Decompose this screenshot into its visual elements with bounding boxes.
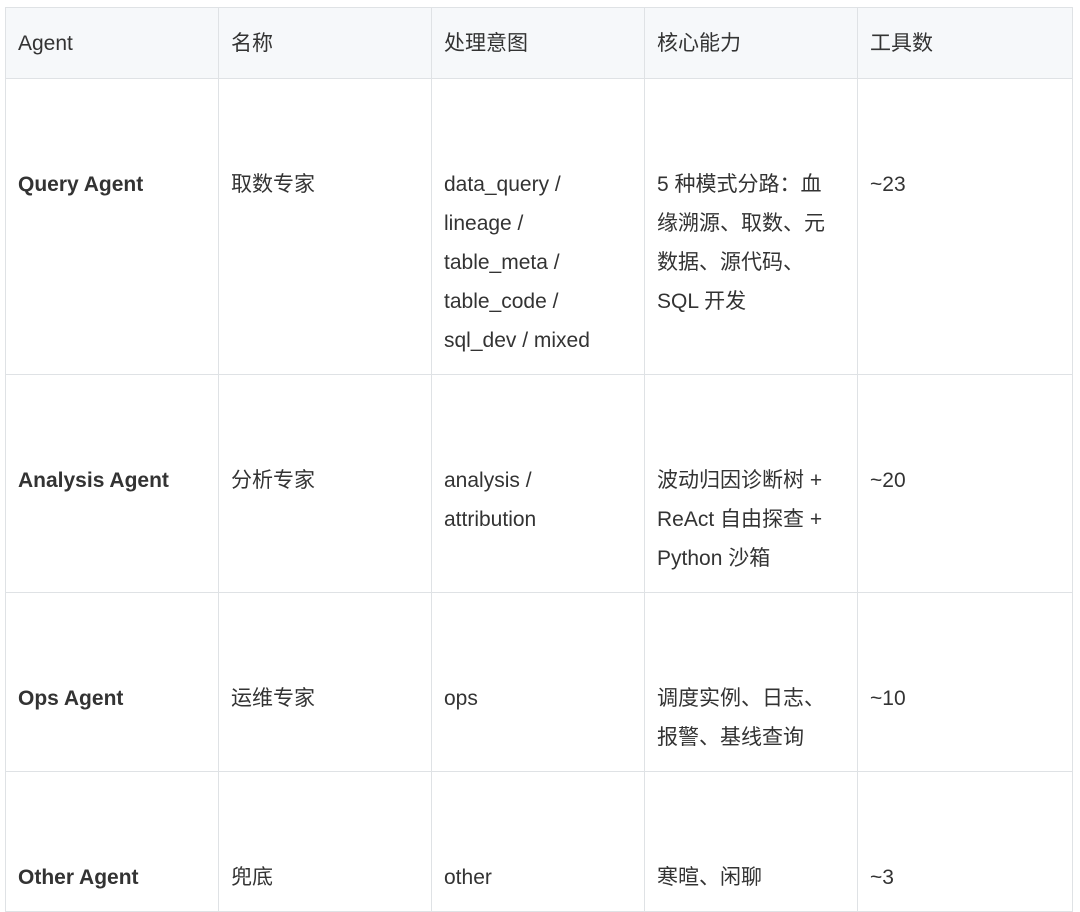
capability-line: 报警、基线查询 — [657, 726, 804, 749]
intent-line: lineage / — [444, 212, 524, 235]
intent-line: sql_dev / mixed — [444, 329, 590, 352]
intent-line: other — [444, 866, 492, 889]
agent-cell: Ops Agent — [5, 592, 219, 772]
table-row: Analysis Agent 分析专家 analysis / attributi… — [5, 374, 1073, 593]
intent-line: ops — [444, 687, 478, 710]
agent-cell: Query Agent — [5, 78, 219, 375]
intent-cell: analysis / attribution — [431, 374, 645, 593]
table-header-row: Agent 名称 处理意图 核心能力 工具数 — [5, 7, 1073, 79]
intent-line: attribution — [444, 508, 537, 531]
name-cell: 兜底 — [218, 771, 432, 912]
header-name: 名称 — [218, 7, 432, 79]
header-agent: Agent — [5, 7, 219, 79]
header-intent: 处理意图 — [431, 7, 645, 79]
capability-line: 数据、源代码、 — [657, 251, 804, 274]
agent-table: Agent 名称 处理意图 核心能力 工具数 Query Agent 取数专家 … — [5, 7, 1073, 912]
capability-line: 寒暄、闲聊 — [657, 866, 762, 889]
capability-cell: 调度实例、日志、 报警、基线查询 — [644, 592, 858, 772]
intent-line: analysis / — [444, 469, 532, 492]
capability-cell: 波动归因诊断树 + ReAct 自由探查 + Python 沙箱 — [644, 374, 858, 593]
capability-line: 缘溯源、取数、元 — [657, 212, 825, 235]
capability-line: ReAct 自由探查 + — [657, 508, 823, 531]
table-row: Query Agent 取数专家 data_query / lineage / … — [5, 78, 1073, 375]
table-row: Ops Agent 运维专家 ops 调度实例、日志、 报警、基线查询 ~10 — [5, 592, 1073, 772]
tools-cell: ~10 — [857, 592, 1073, 772]
header-tools: 工具数 — [857, 7, 1073, 79]
intent-line: data_query / — [444, 173, 561, 196]
agent-table-container: Agent 名称 处理意图 核心能力 工具数 Query Agent 取数专家 … — [5, 7, 1073, 912]
capability-line: SQL 开发 — [657, 290, 747, 313]
capability-cell: 寒暄、闲聊 — [644, 771, 858, 912]
capability-line: 5 种模式分路：血 — [657, 173, 822, 196]
tools-cell: ~20 — [857, 374, 1073, 593]
capability-cell: 5 种模式分路：血 缘溯源、取数、元 数据、源代码、 SQL 开发 — [644, 78, 858, 375]
intent-line: table_code / — [444, 290, 559, 313]
tools-cell: ~23 — [857, 78, 1073, 375]
capability-line: 调度实例、日志、 — [657, 687, 825, 710]
intent-line: table_meta / — [444, 251, 560, 274]
intent-cell: other — [431, 771, 645, 912]
tools-cell: ~3 — [857, 771, 1073, 912]
intent-cell: ops — [431, 592, 645, 772]
agent-cell: Analysis Agent — [5, 374, 219, 593]
header-capability: 核心能力 — [644, 7, 858, 79]
table-row: Other Agent 兜底 other 寒暄、闲聊 ~3 — [5, 771, 1073, 912]
name-cell: 分析专家 — [218, 374, 432, 593]
name-cell: 运维专家 — [218, 592, 432, 772]
name-cell: 取数专家 — [218, 78, 432, 375]
capability-line: 波动归因诊断树 + — [657, 469, 823, 492]
capability-line: Python 沙箱 — [657, 547, 771, 570]
agent-cell: Other Agent — [5, 771, 219, 912]
intent-cell: data_query / lineage / table_meta / tabl… — [431, 78, 645, 375]
